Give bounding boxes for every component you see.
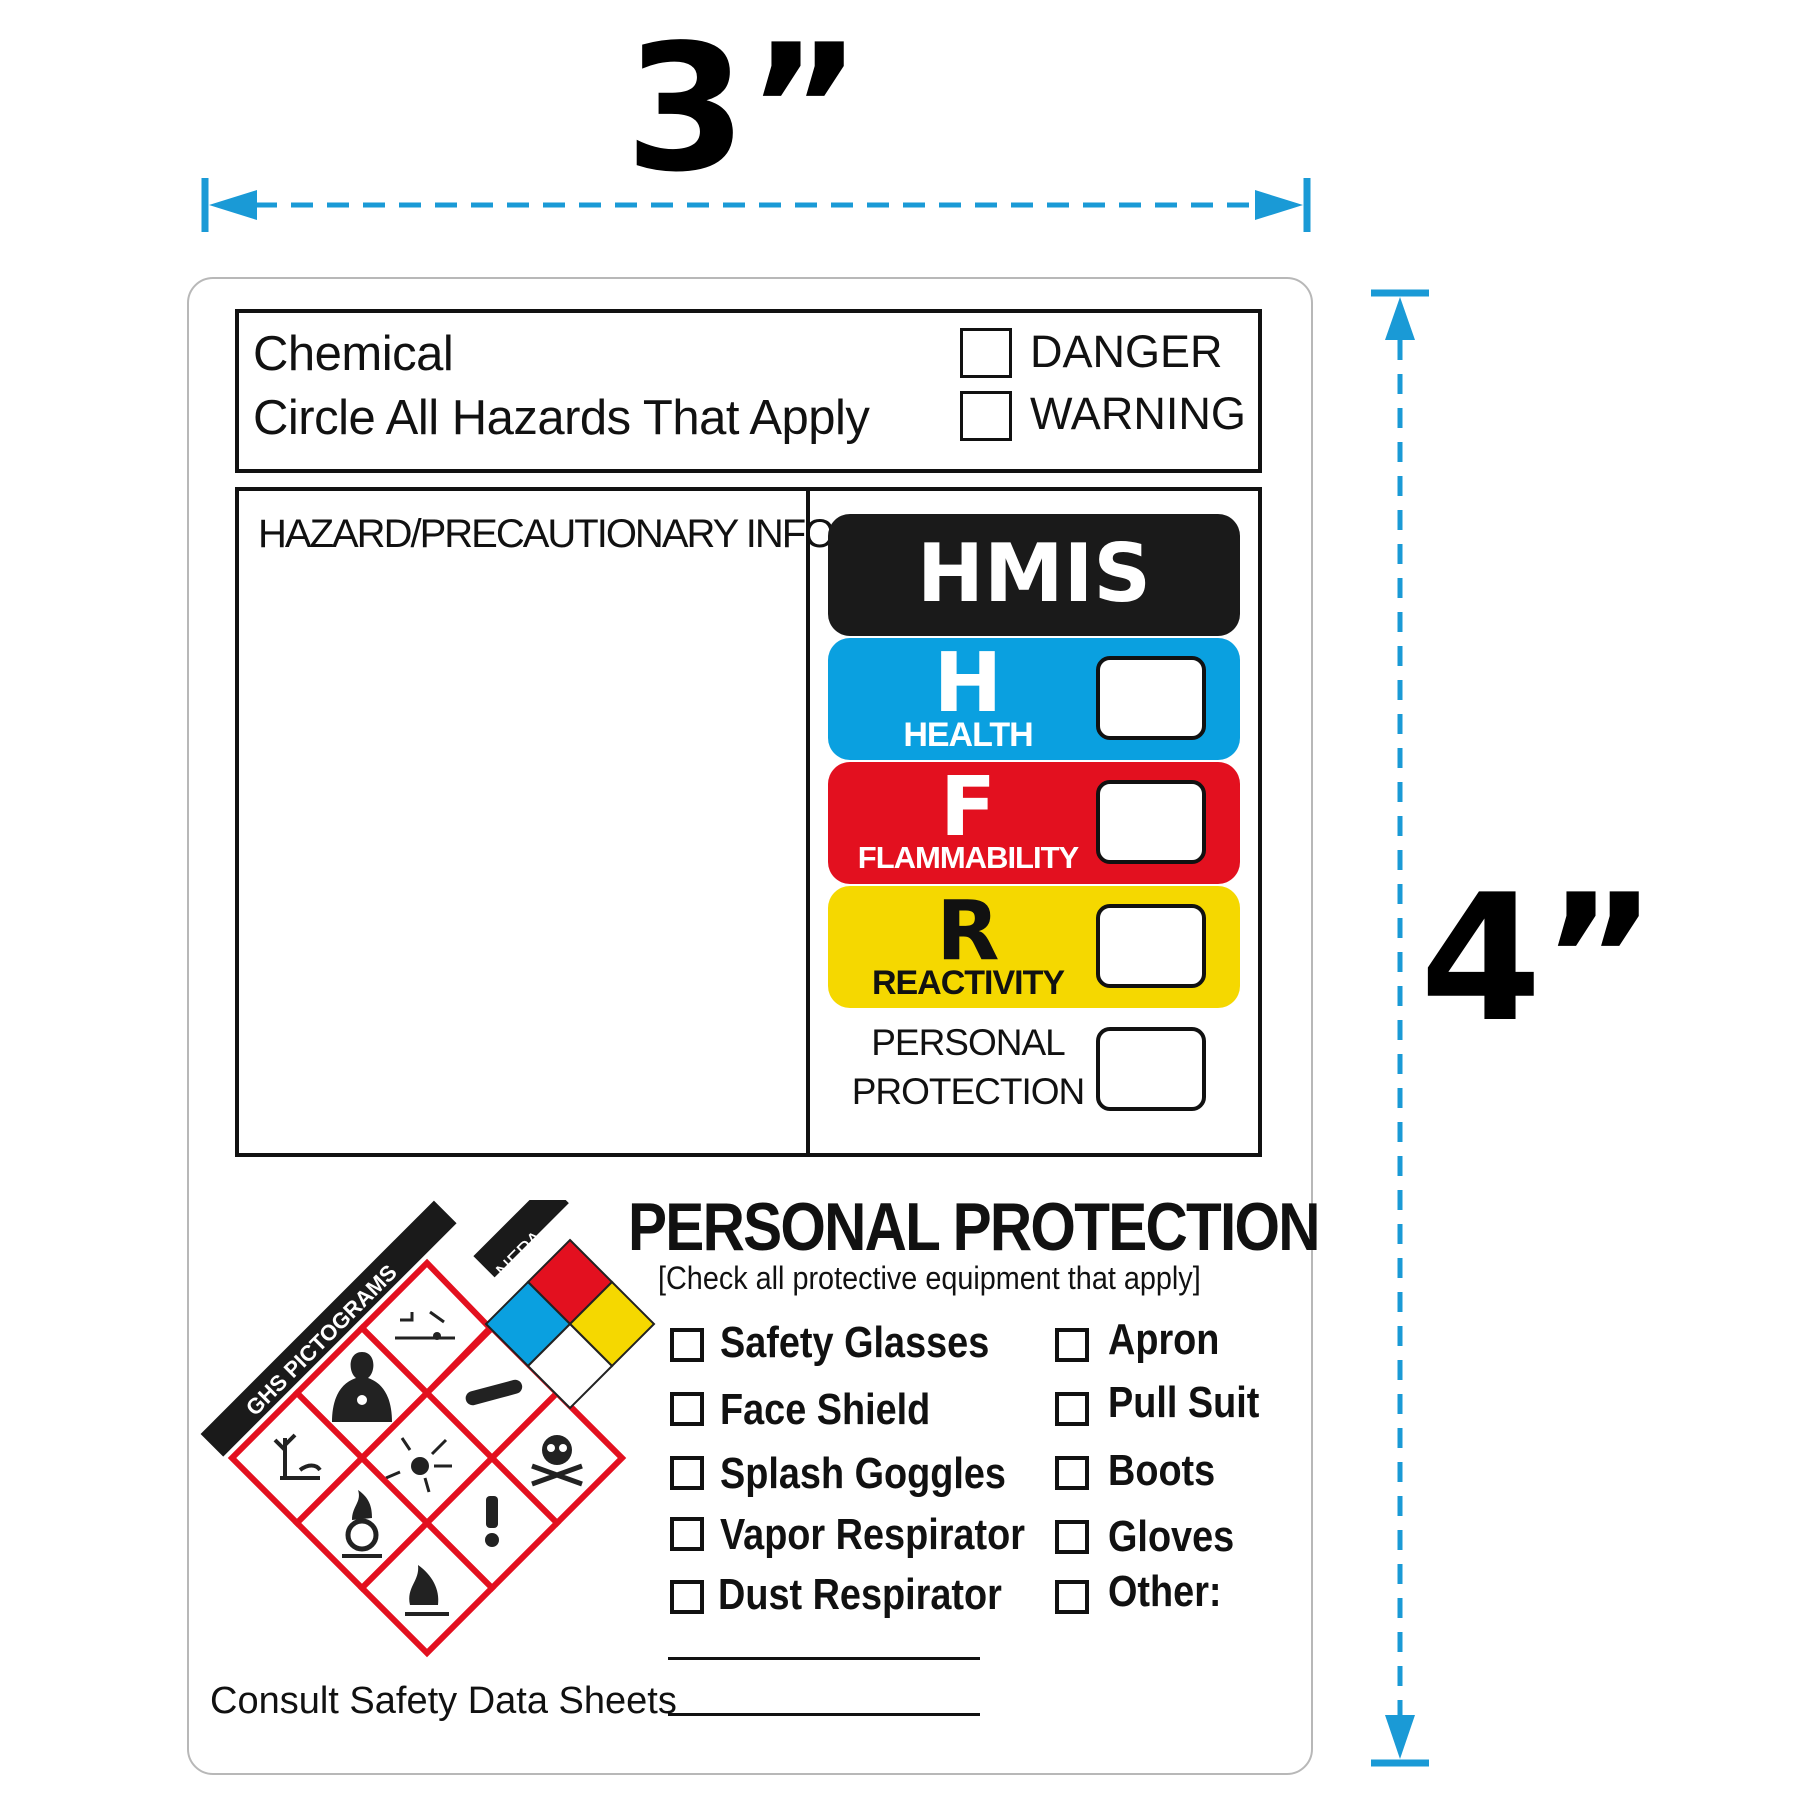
safety-glasses-label: Safety Glasses xyxy=(720,1318,990,1367)
face-shield-label: Face Shield xyxy=(720,1385,931,1434)
hmis-title: HMIS xyxy=(917,527,1151,620)
personal-protection-label-1: PERSONAL xyxy=(871,1022,1066,1063)
other-checkbox[interactable] xyxy=(1055,1580,1089,1614)
hmis-reactivity-row: R REACTIVITY xyxy=(828,886,1240,1008)
other-label: Other: xyxy=(1108,1567,1222,1616)
reactivity-letter: R xyxy=(936,884,1000,979)
write-in-line-1[interactable] xyxy=(668,1657,980,1660)
vapor-respirator-checkbox[interactable] xyxy=(670,1517,704,1551)
personal-protection-rating-box[interactable] xyxy=(1096,1027,1206,1111)
danger-checkbox[interactable] xyxy=(960,328,1012,378)
warning-label: WARNING xyxy=(1030,388,1246,439)
ghs-banner xyxy=(200,1200,457,1457)
apron-label: Apron xyxy=(1108,1315,1220,1364)
splash-goggles-label: Splash Goggles xyxy=(720,1449,1006,1498)
circle-hazards-instruction: Circle All Hazards That Apply xyxy=(253,391,870,445)
hmis-title-bar: HMIS xyxy=(828,514,1240,636)
health-rating-box[interactable] xyxy=(1096,656,1206,740)
height-dimension-arrow xyxy=(1371,289,1429,1767)
vapor-respirator-label: Vapor Respirator xyxy=(720,1510,1025,1559)
width-dimension-arrow xyxy=(201,178,1311,232)
health-letter: H xyxy=(933,636,1003,731)
pictogram-cluster: GHS PICTOGRAMS xyxy=(200,1200,656,1658)
chemical-title: Chemical xyxy=(253,327,454,381)
header-box xyxy=(235,309,1262,473)
dust-respirator-label: Dust Respirator xyxy=(718,1570,1002,1619)
consult-sds-text: Consult Safety Data Sheets xyxy=(210,1680,677,1722)
personal-protection-label-2: PROTECTION xyxy=(851,1071,1086,1112)
flammability-letter: F xyxy=(939,760,996,855)
face-shield-checkbox[interactable] xyxy=(670,1392,704,1426)
health-label: HEALTH xyxy=(903,716,1033,754)
nfpa-banner xyxy=(473,1200,569,1278)
danger-label: DANGER xyxy=(1030,326,1223,377)
reactivity-rating-box[interactable] xyxy=(1096,904,1206,988)
personal-protection-subtitle: [Check all protective equipment that app… xyxy=(658,1260,1201,1296)
nfpa-diamond-icon xyxy=(484,1238,656,1410)
flame-icon xyxy=(357,1518,497,1658)
reactivity-label: REACTIVITY xyxy=(871,964,1065,1002)
boots-checkbox[interactable] xyxy=(1055,1456,1089,1490)
apron-checkbox[interactable] xyxy=(1055,1328,1089,1362)
pull-suit-checkbox[interactable] xyxy=(1055,1392,1089,1426)
splash-goggles-checkbox[interactable] xyxy=(670,1456,704,1490)
hmis-flammability-row: F FLAMMABILITY xyxy=(828,762,1240,884)
height-dimension-label: 4” xyxy=(1420,858,1657,1061)
flammability-rating-box[interactable] xyxy=(1096,780,1206,864)
hazard-info-title: HAZARD/PRECAUTIONARY INFO xyxy=(258,512,835,556)
safety-glasses-checkbox[interactable] xyxy=(670,1328,704,1362)
flammability-label: FLAMMABILITY xyxy=(857,840,1079,875)
hmis-health-row: H HEALTH xyxy=(828,638,1240,760)
pull-suit-label: Pull Suit xyxy=(1108,1378,1260,1427)
personal-protection-title: PERSONAL PROTECTION xyxy=(628,1189,1321,1265)
gloves-checkbox[interactable] xyxy=(1055,1520,1089,1554)
gloves-label: Gloves xyxy=(1108,1512,1235,1561)
warning-checkbox[interactable] xyxy=(960,391,1012,441)
width-dimension-label: 3” xyxy=(625,8,862,211)
boots-label: Boots xyxy=(1108,1446,1216,1495)
write-in-line-2[interactable] xyxy=(668,1713,980,1716)
hazard-info-writing-area[interactable] xyxy=(245,570,800,1145)
dust-respirator-checkbox[interactable] xyxy=(670,1580,704,1614)
